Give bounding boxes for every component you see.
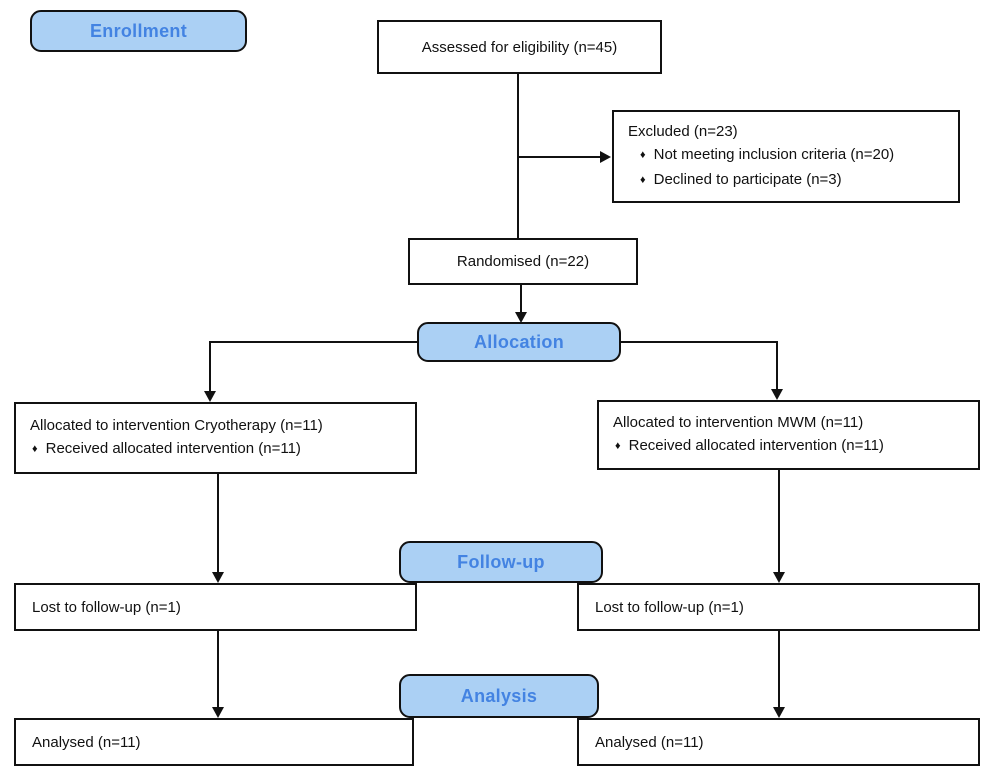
allocated-left-title: Allocated to intervention Cryotherapy (n… xyxy=(30,417,323,434)
connector-analysed-right xyxy=(778,631,780,708)
excluded-item: ♦ Declined to participate (n=3) xyxy=(628,168,946,193)
box-assessed-for-eligibility: Assessed for eligibility (n=45) xyxy=(377,20,662,74)
box-allocated-mwm: Allocated to intervention MWM (n=11) ♦ R… xyxy=(597,400,980,470)
box-randomised: Randomised (n=22) xyxy=(408,238,638,285)
allocated-right-title: Allocated to intervention MWM (n=11) xyxy=(613,414,864,431)
allocated-right-item: ♦ Received allocated intervention (n=11) xyxy=(613,434,966,459)
connector-allocation-right-horizontal xyxy=(621,341,777,343)
arrowhead-allocation-icon xyxy=(515,312,527,323)
arrowhead-analysed-right-icon xyxy=(773,707,785,718)
arrowhead-allocated-right-icon xyxy=(771,389,783,400)
box-allocated-cryotherapy: Allocated to intervention Cryotherapy (n… xyxy=(14,402,417,474)
allocated-left-item: ♦ Received allocated intervention (n=11) xyxy=(30,437,403,462)
diamond-bullet-icon: ♦ xyxy=(640,149,646,161)
connector-randomised-allocation xyxy=(520,285,522,313)
assessed-text: Assessed for eligibility (n=45) xyxy=(421,38,618,56)
connector-analysed-left xyxy=(217,631,219,708)
arrowhead-analysed-left-icon xyxy=(212,707,224,718)
connector-lost-right xyxy=(778,470,780,573)
box-lost-followup-left: Lost to follow-up (n=1) xyxy=(14,583,417,631)
allocated-left-item-text: Received allocated intervention (n=11) xyxy=(45,440,301,457)
connector-allocation-left-horizontal xyxy=(209,341,417,343)
stage-label-followup: Follow-up xyxy=(399,541,603,583)
stage-label-enrollment: Enrollment xyxy=(30,10,247,52)
arrowhead-lost-right-icon xyxy=(773,572,785,583)
excluded-title: Excluded (n=23) xyxy=(628,123,738,140)
connector-excluded xyxy=(517,156,601,158)
lost-left-text: Lost to follow-up (n=1) xyxy=(32,598,181,616)
stage-label-analysis: Analysis xyxy=(399,674,599,718)
box-analysed-left: Analysed (n=11) xyxy=(14,718,414,766)
analysed-right-text: Analysed (n=11) xyxy=(595,733,704,751)
excluded-item-text: Declined to participate (n=3) xyxy=(653,171,842,188)
lost-right-text: Lost to follow-up (n=1) xyxy=(595,598,744,616)
box-analysed-right: Analysed (n=11) xyxy=(577,718,980,766)
allocated-right-item-text: Received allocated intervention (n=11) xyxy=(628,437,884,454)
connector-lost-left xyxy=(217,474,219,573)
diamond-bullet-icon: ♦ xyxy=(615,440,621,452)
excluded-item-text: Not meeting inclusion criteria (n=20) xyxy=(653,146,895,163)
excluded-item: ♦ Not meeting inclusion criteria (n=20) xyxy=(628,143,946,168)
connector-allocation-left-vertical xyxy=(209,341,211,392)
box-lost-followup-right: Lost to follow-up (n=1) xyxy=(577,583,980,631)
analysed-left-text: Analysed (n=11) xyxy=(32,733,141,751)
arrowhead-excluded-icon xyxy=(600,151,611,163)
arrowhead-allocated-left-icon xyxy=(204,391,216,402)
connector-allocation-right-vertical xyxy=(776,341,778,390)
randomised-text: Randomised (n=22) xyxy=(456,253,590,270)
stage-label-allocation: Allocation xyxy=(417,322,621,362)
box-excluded: Excluded (n=23) ♦ Not meeting inclusion … xyxy=(612,110,960,203)
arrowhead-lost-left-icon xyxy=(212,572,224,583)
diamond-bullet-icon: ♦ xyxy=(640,174,646,186)
diamond-bullet-icon: ♦ xyxy=(32,443,38,455)
